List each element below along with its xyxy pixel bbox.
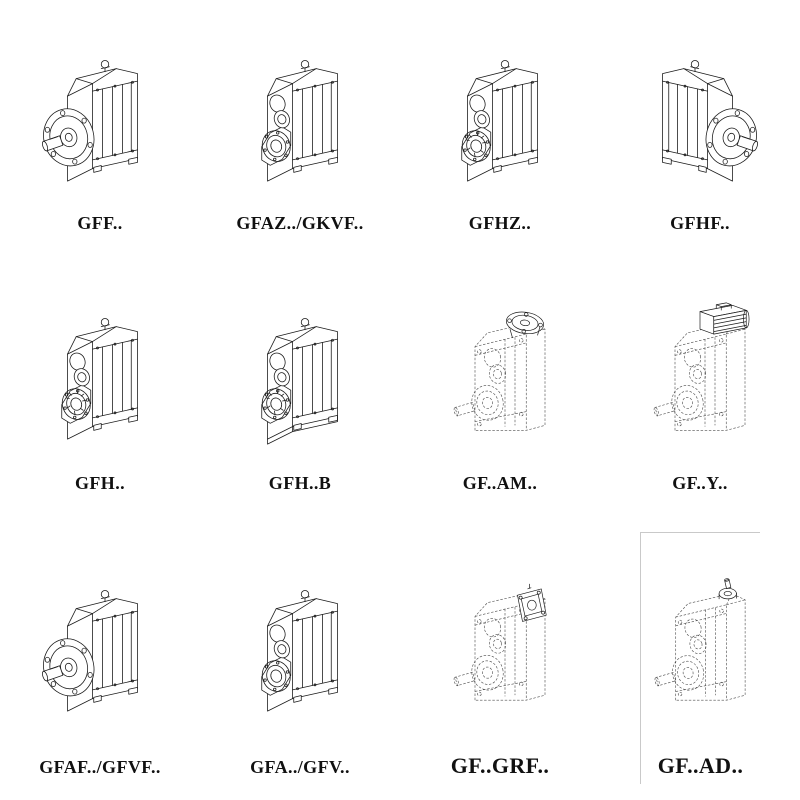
model-label: GF..AD.. (657, 752, 744, 778)
drawing-area (641, 535, 760, 754)
gearbox-flange-block-drawing (452, 583, 547, 701)
gearbox-flange-drawing (40, 18, 160, 214)
catalog-cell-gf-y: GF..Y.. (640, 272, 760, 500)
model-label: GF..GRF.. (450, 752, 550, 778)
catalog-cell-gfh-b: GFH..B (240, 272, 360, 500)
model-label: GFH.. (75, 473, 125, 494)
catalog-cell-gfhz: GFHZ.. (440, 16, 560, 240)
drawing-area (440, 18, 560, 214)
catalog-cell-gfh: GFH.. (40, 272, 160, 500)
catalog-cell-gfaf-gfvf: GFAF../GFVF.. (39, 532, 161, 784)
catalog-cell-gf-ad: GF..AD.. (640, 532, 760, 784)
drawing-area (240, 18, 360, 214)
catalog-cell-gfaz-gkvf: GFAZ../GKVF.. (236, 16, 363, 240)
catalog-cell-gfhf: GFHF.. (640, 16, 760, 240)
gearbox-input-adapter-drawing (653, 578, 746, 701)
gearbox-hollow-shaft-drawing (440, 18, 560, 214)
model-label: GFHF.. (670, 213, 730, 234)
gearbox-base-drawing (240, 274, 338, 445)
model-label: GFAZ../GKVF.. (236, 213, 364, 234)
model-label: GFHZ.. (468, 213, 532, 234)
drawing-area (640, 18, 760, 214)
gearbox-flange-drawing (40, 534, 160, 758)
catalog-cell-gff: GFF.. (40, 16, 160, 240)
drawing-area (40, 274, 160, 474)
catalog-cell-gf-am: GF..AM.. (440, 272, 560, 500)
drawing-area (440, 274, 560, 474)
drawing-area (240, 274, 360, 474)
gearbox-bearing-drawing (40, 274, 160, 474)
drawing-area (640, 274, 760, 474)
catalog-cell-gfa-gfv: GFA../GFV.. (240, 532, 360, 784)
model-label: GFF.. (77, 213, 123, 234)
drawing-area (240, 534, 360, 758)
drawing-area (40, 534, 160, 758)
drawing-area (40, 18, 160, 214)
model-label: GFAF../GFVF.. (39, 757, 161, 778)
gearbox-shaft-mounted-drawing (240, 534, 360, 758)
gearbox-motor-drawing (652, 302, 750, 431)
model-label: GF..AM.. (462, 473, 538, 494)
model-label: GF..Y.. (672, 473, 728, 494)
gearbox-flange-mirrored-drawing (640, 18, 760, 214)
model-label: GFA../GFV.. (250, 757, 350, 778)
gearbox-shaft-mounted-drawing (240, 18, 360, 214)
catalog-cell-gf-grf: GF..GRF.. (440, 532, 560, 784)
gearbox-iec-adapter-drawing (452, 309, 546, 431)
model-label: GFH..B (268, 473, 332, 494)
drawing-area (440, 534, 560, 754)
